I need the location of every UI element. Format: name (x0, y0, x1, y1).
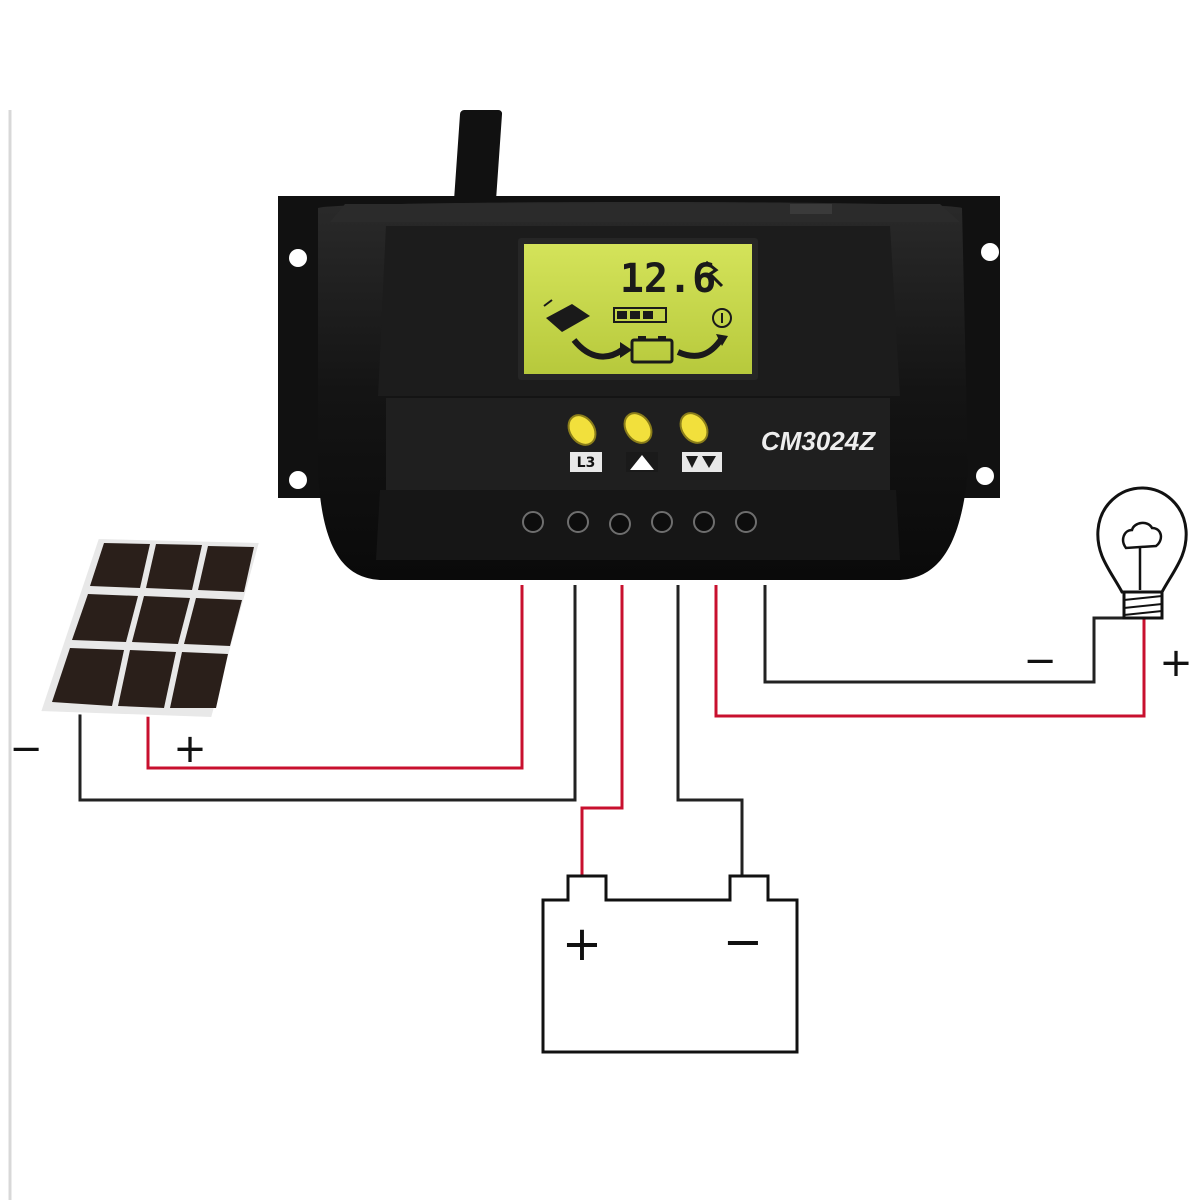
solar-positive-wire (146, 585, 524, 770)
lcd-flow-left-arrow-icon (571, 338, 624, 360)
solar-negative-sign: − (9, 726, 43, 772)
battery-outline (541, 874, 799, 1054)
terminal-screw-icon[interactable] (609, 513, 631, 535)
load-negative-wire (763, 585, 1124, 684)
lcd-flow-right-arrow-icon (676, 336, 725, 359)
terminal-screw-icon[interactable] (735, 511, 757, 533)
lcd-load-icon (712, 308, 732, 328)
down-triangle-icon (686, 456, 698, 468)
solar-panel: − + (9, 536, 262, 772)
terminal-screw-icon[interactable] (522, 511, 544, 533)
control-buttons: L3 (563, 408, 722, 472)
terminal-screw-icon[interactable] (693, 511, 715, 533)
button-down[interactable] (675, 408, 722, 472)
battery-negative-sign: − (723, 914, 763, 970)
terminal-screws (522, 511, 757, 535)
terminal-screw-icon[interactable] (567, 511, 589, 533)
solar-negative-wire (78, 585, 577, 802)
charge-controller: 12.6 L3 (278, 110, 1000, 580)
load-negative-sign: − (1023, 638, 1057, 684)
button-l3-label: L3 (577, 455, 596, 471)
top-ridge (330, 204, 960, 222)
load-positive-wire (714, 585, 1146, 718)
button-up[interactable] (619, 408, 658, 472)
lcd-solar-icon (546, 304, 590, 332)
terminal-panel (376, 490, 900, 560)
mounting-hole-icon (976, 467, 994, 485)
battery: + − (541, 874, 799, 1054)
model-label: CM3024Z (761, 426, 876, 456)
top-slot (790, 204, 832, 214)
lamp-bulb-icon (1096, 486, 1188, 594)
battery-negative-wire (676, 585, 744, 876)
solar-cells (52, 543, 254, 708)
mounting-hole-icon (981, 243, 999, 261)
mounting-hole-icon (289, 471, 307, 489)
lcd-charge-arrow-icon (705, 260, 724, 288)
antenna (453, 110, 503, 218)
mounting-hole-icon (289, 249, 307, 267)
terminal-screw-icon[interactable] (651, 511, 673, 533)
wires (78, 585, 1146, 876)
load-positive-sign: + (1159, 640, 1193, 686)
solar-positive-sign: + (173, 726, 207, 772)
up-triangle-icon (630, 455, 654, 470)
lcd-voltage-readout: 12.6 (620, 256, 716, 302)
button-l3[interactable]: L3 (563, 410, 602, 472)
battery-positive-sign: + (562, 916, 602, 972)
lcd-battery-icon (630, 338, 674, 364)
lamp-filament-icon (1121, 521, 1163, 550)
battery-positive-wire (580, 585, 624, 876)
load-lamp: − + (1023, 486, 1193, 686)
lcd-battery-level-icon (613, 307, 667, 323)
